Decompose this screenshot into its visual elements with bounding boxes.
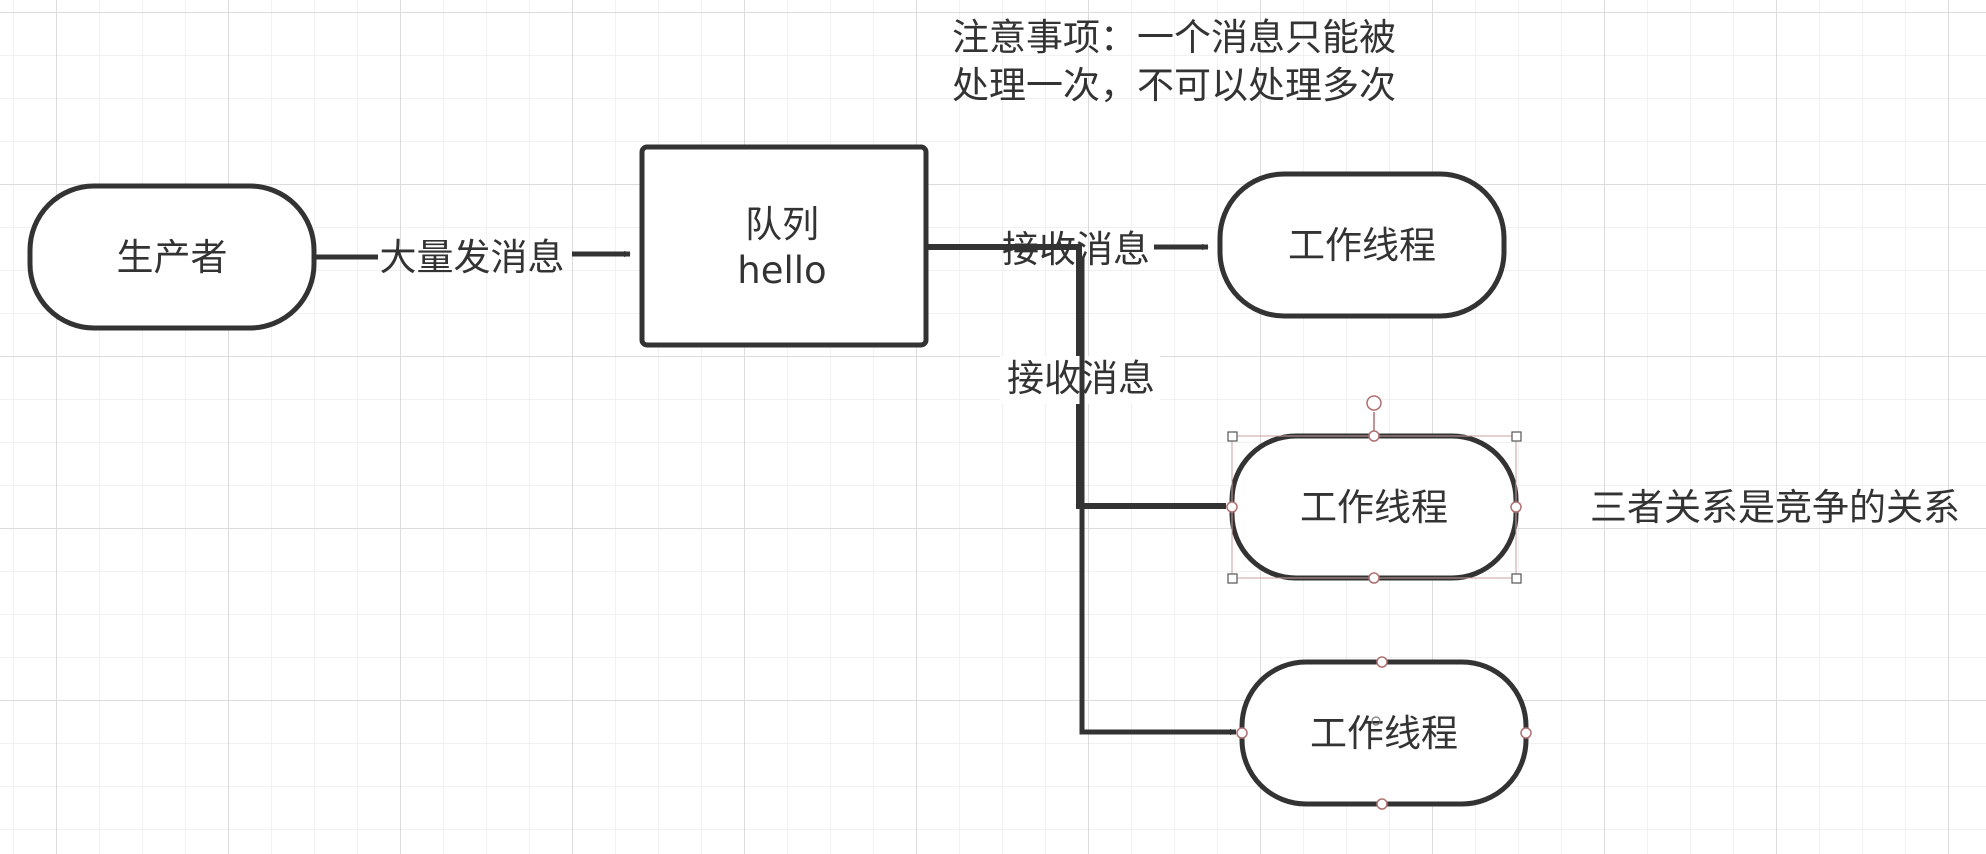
connection-point-top[interactable]	[1376, 656, 1388, 668]
worker-label-3: 工作线程	[1310, 712, 1458, 755]
hover-connection-point[interactable]	[1371, 716, 1381, 726]
producer-node[interactable]: 生产者	[27, 183, 317, 331]
side-note-text[interactable]: 三者关系是竞争的关系	[1590, 486, 1960, 529]
receive-edge-3[interactable]	[1079, 258, 1237, 736]
resize-handle-nw[interactable]	[1227, 431, 1238, 442]
connection-point-left[interactable]	[1236, 727, 1248, 739]
worker-node-3[interactable]: 工作线程	[1236, 656, 1532, 810]
resize-handle-se[interactable]	[1511, 573, 1522, 584]
resize-handle-ne[interactable]	[1511, 431, 1522, 442]
worker-label-2: 工作线程	[1300, 486, 1448, 529]
connection-point-right[interactable]	[1510, 501, 1522, 513]
rotate-handle[interactable]	[1366, 395, 1382, 411]
connection-point-bottom[interactable]	[1376, 798, 1388, 810]
receive-edge-2[interactable]: 接收消息	[928, 244, 1227, 510]
connection-point-bottom[interactable]	[1368, 572, 1380, 584]
worker-node-2[interactable]: 工作线程	[1226, 395, 1522, 584]
resize-handle-sw[interactable]	[1227, 573, 1238, 584]
note-line-1: 注意事项：一个消息只能被	[952, 16, 1396, 59]
queue-node[interactable]: 队列 hello	[639, 144, 929, 348]
note-line-2: 处理一次，不可以处理多次	[952, 64, 1396, 107]
worker-node-1[interactable]: 工作线程	[1217, 171, 1507, 319]
send-edge[interactable]: 大量发消息	[316, 236, 631, 279]
queue-name: hello	[737, 249, 826, 292]
send-edge-label: 大量发消息	[380, 236, 565, 279]
worker-label-1: 工作线程	[1288, 224, 1436, 267]
selection-box	[1226, 395, 1522, 584]
connection-point-right[interactable]	[1520, 727, 1532, 739]
producer-label: 生产者	[117, 236, 228, 279]
queue-title: 队列	[745, 203, 819, 246]
connection-point-top[interactable]	[1368, 430, 1380, 442]
connection-point-left[interactable]	[1226, 501, 1238, 513]
note-text[interactable]: 注意事项：一个消息只能被 处理一次，不可以处理多次	[952, 14, 1396, 110]
